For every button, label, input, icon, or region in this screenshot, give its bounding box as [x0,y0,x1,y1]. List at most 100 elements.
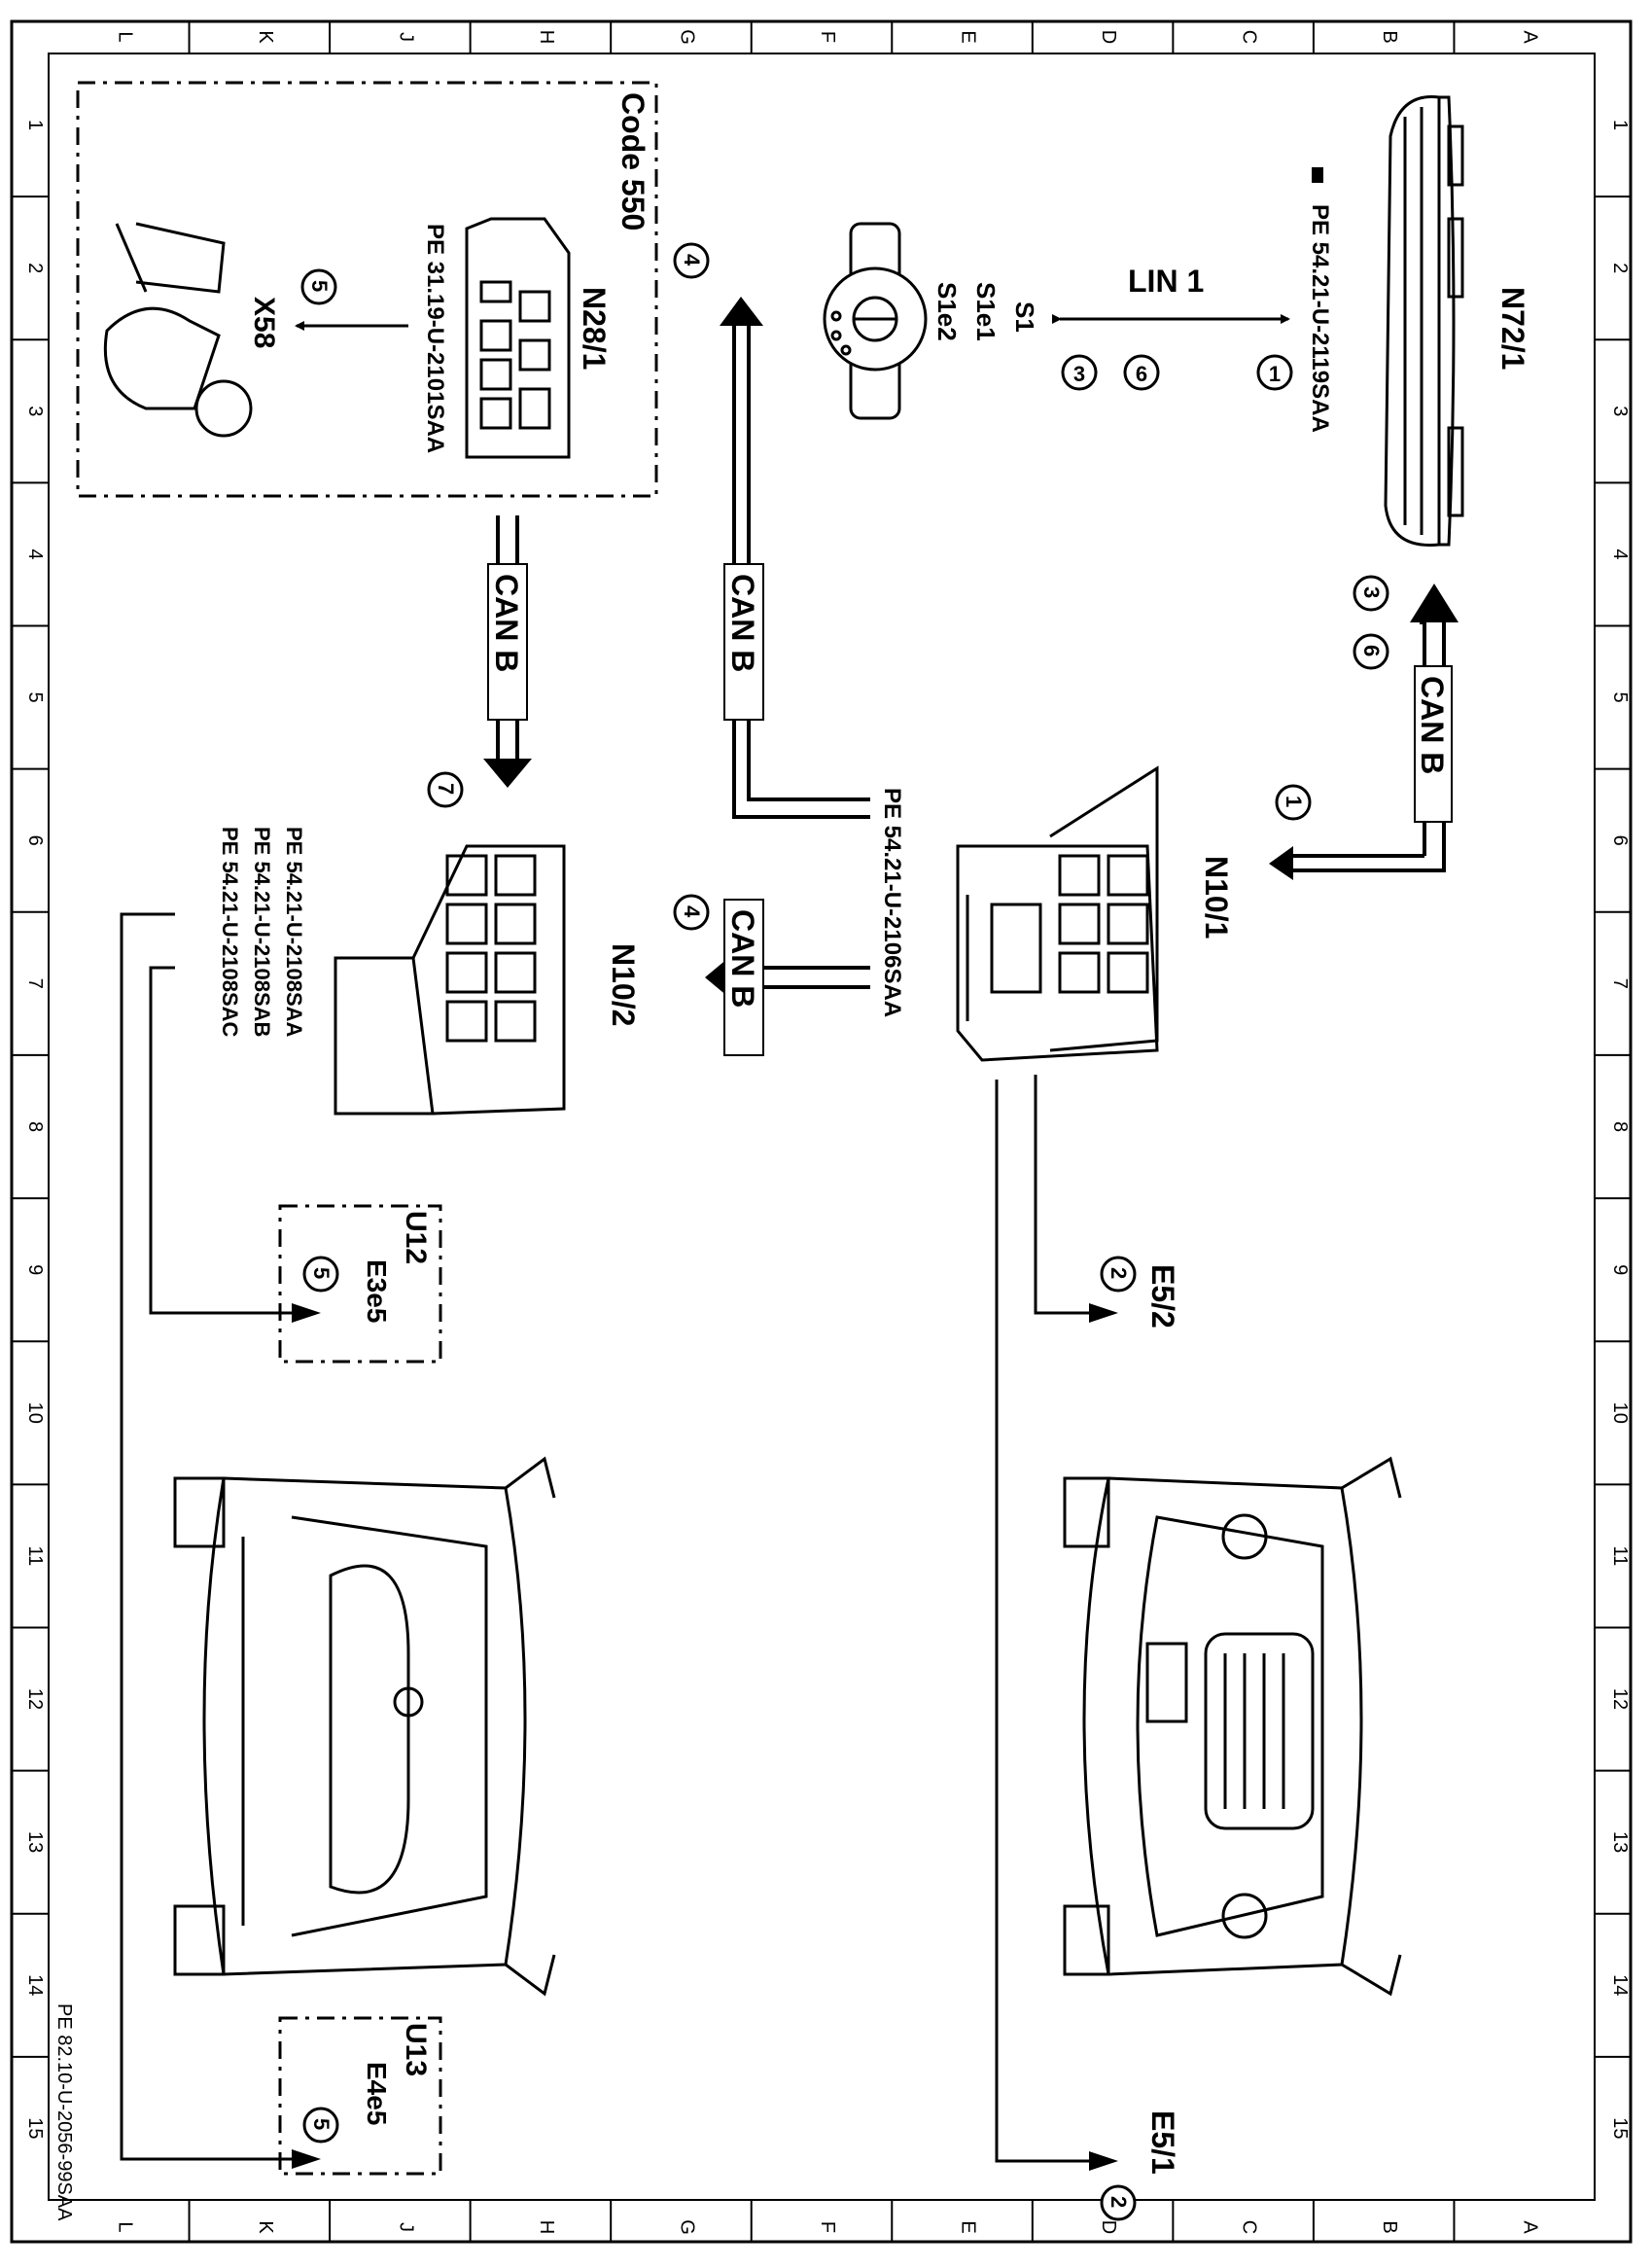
n10-1-module-drawing [956,765,1159,1062]
step-circle: 1 [1275,784,1312,821]
arrow-to-u13 [292,2149,321,2169]
svg-text:3: 3 [1359,586,1384,598]
u13-sub: E4e5 [362,2062,392,2125]
car-front-view-drawing [1063,1456,1402,1997]
step-circle: 6 [1123,354,1160,391]
n72-label: N72/1 [1495,287,1530,370]
arrow-to-e5-2 [1089,1303,1118,1323]
n72-ref-icon [1312,167,1323,183]
grid-row-label: 2 [1609,263,1631,273]
n10-1-ref: PE 54.21-U-2106SAA [879,788,905,1017]
grid-row-label: 4 [1609,549,1631,559]
grid-column-label: B [1379,30,1400,43]
grid-row-label: 9 [24,1264,46,1275]
can-b-label: CAN B [725,909,760,1008]
line-to-u12-u13 [120,912,292,2161]
can-b-line-n28 [732,326,870,819]
svg-text:1: 1 [1282,796,1306,807]
grid-row-label: 6 [24,835,46,846]
u13-label: U13 [400,2023,432,2076]
grid-column-label: D [1098,2220,1119,2234]
grid-row-label: 2 [24,263,46,273]
step-circle: 3 [1061,354,1098,391]
grid-row-label: 10 [1609,1402,1631,1424]
u13-box [278,2016,442,2176]
can-b-label: CAN B [725,574,760,672]
step-circle: 3 [1353,575,1389,612]
grid-column-label: H [536,30,557,44]
arrow-to-e5-1 [1089,2151,1118,2171]
n28-label: N28/1 [577,287,612,370]
svg-text:5: 5 [307,280,332,292]
grid-column-label: K [255,2220,276,2234]
step-circle: 5 [300,268,337,305]
svg-text:2: 2 [1107,2196,1131,2208]
u12-box [278,1204,442,1364]
s1-switch-drawing [823,222,928,420]
x58-label: X58 [248,297,280,348]
e5-1-label: E5/1 [1145,2110,1180,2175]
arrow-to-n72 [1410,584,1459,622]
svg-text:4: 4 [680,905,704,918]
n10-2-module-drawing [334,844,566,1116]
svg-text:5: 5 [309,1267,334,1279]
can-b-label: CAN B [489,574,524,672]
n10-2-label: N10/2 [606,943,641,1026]
step-circle: 1 [1256,354,1293,391]
step-circle: 2 [1100,1256,1137,1293]
grid-row-label: 3 [1609,406,1631,416]
u12-label: U12 [400,1211,432,1264]
grid-column-label: E [958,30,979,43]
s1e1-label: S1e1 [971,282,1001,341]
can-b-label-box [1414,665,1453,823]
n72-ref: PE 54.21-U-2119SAA [1307,204,1333,433]
arrow-to-n28 [720,297,763,326]
svg-text:6: 6 [1359,645,1384,656]
grid-column-label: J [395,32,416,42]
step-circle: 2 [1100,2184,1137,2221]
grid-column-label: D [1098,30,1119,44]
grid-row-label: 9 [1609,1264,1631,1275]
can-b-label-box [723,563,764,721]
grid-column-label: A [1520,30,1541,44]
code-550-label: Code 550 [615,92,650,230]
grid-column-label: H [536,2220,557,2234]
grid-row-label: 8 [24,1121,46,1132]
grid-column-label: L [114,2221,135,2232]
grid-row-label: 10 [24,1402,46,1424]
grid-column-label: F [817,2221,838,2233]
step-circle: 6 [1353,633,1389,670]
n10-2-ref1: PE 54.21-U-2108SAA [282,827,306,1038]
svg-text:6: 6 [1136,362,1147,386]
grid-row-label: 12 [24,1688,46,1710]
n10-1-label: N10/1 [1199,856,1234,939]
grid-row-label: 1 [24,120,46,130]
grid-row-label: 14 [1609,1974,1631,1996]
arrow-to-n10-2-from-n28 [483,759,532,788]
n28-ref: PE 31.19-U-2101SAA [422,224,448,453]
inner-frame [48,53,1596,2201]
grid-row-label: 6 [1609,835,1631,846]
grid-row-label: 5 [24,692,46,703]
grid-column-label: E [958,2220,979,2233]
grid-column-label: C [1239,2220,1260,2234]
arrow-to-n10-1 [1269,846,1293,880]
grid-row-label: 11 [24,1546,46,1567]
grid-column-label: L [114,31,135,42]
grid-column-label: B [1379,2220,1400,2233]
grid-column-label: F [817,31,838,43]
grid-column-label: A [1520,2220,1541,2234]
grid-column-label: G [676,2219,697,2235]
can-b-label-box [487,563,528,721]
svg-text:2: 2 [1107,1267,1131,1279]
svg-text:1: 1 [1269,362,1281,386]
car-rear-view-drawing [173,1456,556,1997]
grid-row-label: 7 [24,978,46,989]
grid-row-label: 12 [1609,1688,1631,1710]
x58-person-drawing [103,222,253,438]
grid-column-label: G [676,29,697,45]
e5-2-label: E5/2 [1145,1264,1180,1329]
grid-column-label: J [395,2222,416,2232]
